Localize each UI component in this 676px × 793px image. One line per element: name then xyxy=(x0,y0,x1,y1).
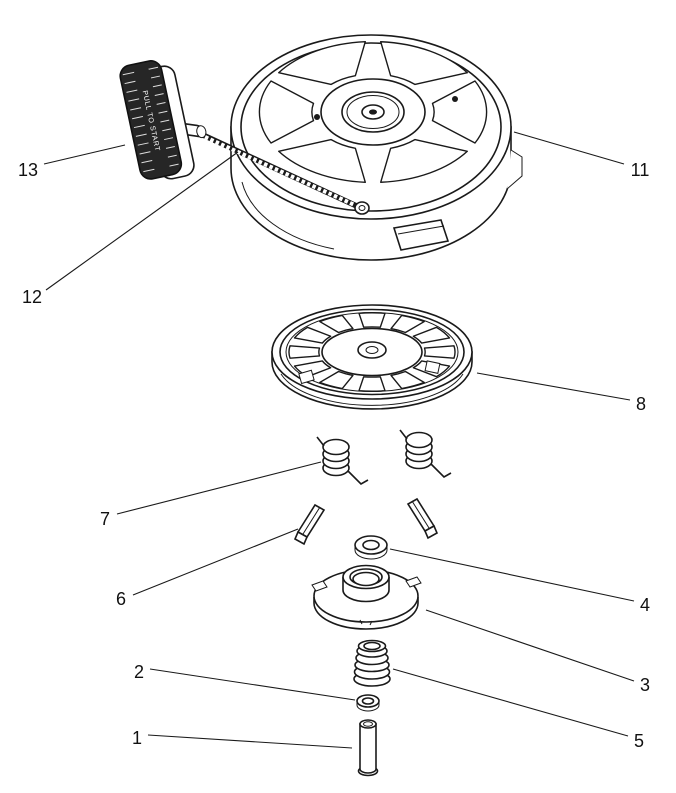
part-retainer xyxy=(311,564,422,630)
pawl-post-left xyxy=(298,369,315,385)
part-conical-spring xyxy=(353,639,391,687)
part-handle: PULL TO START xyxy=(119,60,207,180)
part-pawl-right xyxy=(406,497,439,540)
leader-5 xyxy=(392,668,629,737)
part-spring-right xyxy=(399,429,452,478)
callout-1: 1 xyxy=(132,728,142,748)
housing-rivet-left xyxy=(314,114,320,120)
callout-7: 7 xyxy=(100,509,110,529)
part-pawl-left xyxy=(293,503,326,546)
callout-12: 12 xyxy=(22,287,42,307)
callout-leaders xyxy=(43,131,635,749)
part-pin xyxy=(357,719,379,777)
pawl-post-right xyxy=(424,360,441,374)
callout-6: 6 xyxy=(116,589,126,609)
leader-13 xyxy=(43,144,126,165)
callout-3: 3 xyxy=(640,675,650,695)
callout-2: 2 xyxy=(134,662,144,682)
leader-2 xyxy=(149,668,356,701)
callout-11: 11 xyxy=(631,160,650,180)
leader-4 xyxy=(389,548,635,602)
callout-8: 8 xyxy=(636,394,646,414)
leader-11 xyxy=(513,131,625,165)
part-pulley xyxy=(271,304,473,410)
callout-labels: 13 11 12 8 7 6 4 3 5 2 1 xyxy=(18,160,650,751)
retainer-tab-right xyxy=(405,576,422,588)
part-starter-housing xyxy=(230,34,523,261)
callout-13: 13 xyxy=(18,160,38,180)
part-spring-left xyxy=(316,436,369,485)
leader-3 xyxy=(425,609,635,682)
housing-rivet-right xyxy=(452,96,458,102)
part-washer-lower xyxy=(356,694,380,712)
callout-5: 5 xyxy=(634,731,644,751)
retainer-tab-left xyxy=(311,580,328,592)
leader-7 xyxy=(116,461,322,515)
callout-4: 4 xyxy=(640,595,650,615)
leader-1 xyxy=(147,734,353,749)
part-washer-upper xyxy=(354,535,388,560)
leader-8 xyxy=(476,372,631,401)
leader-6 xyxy=(132,528,299,596)
part-rope xyxy=(200,132,370,215)
leader-12 xyxy=(45,151,239,291)
